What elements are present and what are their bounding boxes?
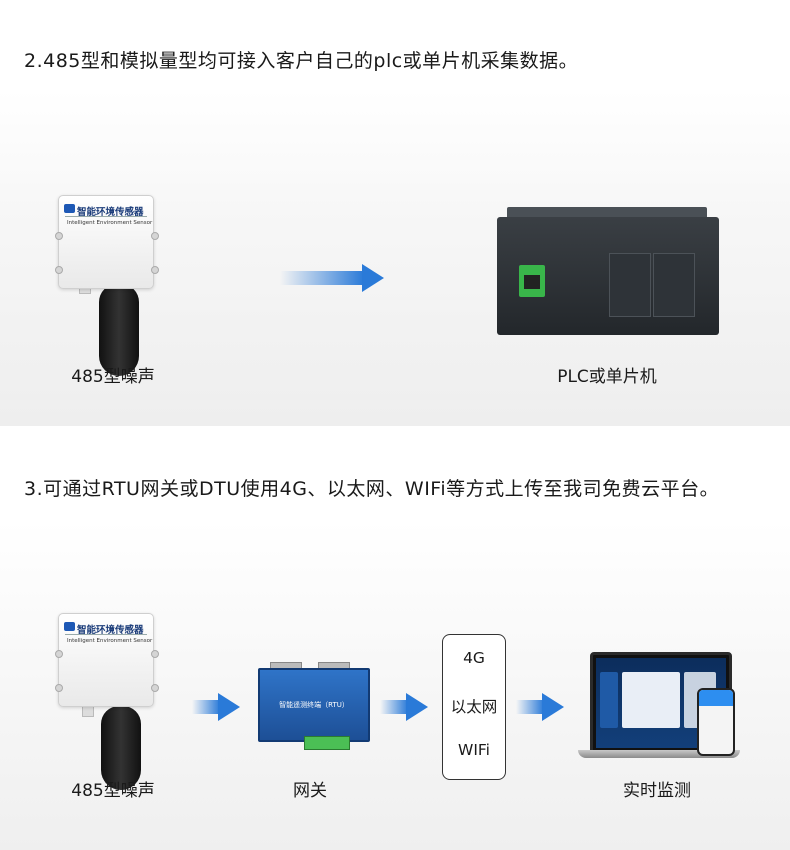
- laptop-base: [578, 750, 740, 758]
- gateway-terminal-block: [304, 736, 350, 750]
- screw-icon: [151, 650, 159, 658]
- brand-logo-icon: [64, 204, 75, 213]
- comms-wifi: WIFi: [458, 741, 490, 759]
- plc-io-module: [609, 253, 651, 317]
- arrow-shaft: [280, 271, 364, 285]
- gateway-caption: 网关: [293, 781, 327, 801]
- brand-logo-icon: [64, 622, 75, 631]
- arrow-shaft: [516, 700, 544, 714]
- gateway-device-title: 智能遥测终端（RTU）: [279, 701, 349, 709]
- sensor-brand-en: Intelligent Environment Sensor: [67, 220, 153, 226]
- sensor-caption-1: 485型噪声: [71, 367, 155, 387]
- sensor-housing: 智能环境传感器 Intelligent Environment Sensor: [55, 195, 159, 289]
- sensor-caption-2: 485型噪声: [71, 781, 155, 801]
- comms-methods-box: 4G 以太网 WIFi: [442, 634, 506, 780]
- arrow-shaft: [380, 700, 408, 714]
- sensor-divider: [65, 634, 147, 635]
- arrow-shaft: [192, 700, 220, 714]
- arrow-right-icon: [406, 693, 428, 721]
- sensor-probe: [99, 284, 139, 376]
- phone-app-header: [699, 690, 733, 706]
- screw-icon: [151, 232, 159, 240]
- sensor-divider: [65, 216, 147, 217]
- screw-icon: [55, 266, 63, 274]
- screw-icon: [55, 650, 63, 658]
- arrow-right-icon: [218, 693, 240, 721]
- screw-icon: [55, 684, 63, 692]
- dashboard-sidebar: [600, 672, 618, 728]
- screw-icon: [151, 684, 159, 692]
- screw-icon: [151, 266, 159, 274]
- sensor-brand-cn: 智能环境传感器: [77, 625, 144, 636]
- comms-ethernet: 以太网: [450, 698, 498, 716]
- arrow-right-icon: [362, 264, 384, 292]
- section1-heading: 2.485型和模拟量型均可接入客户自己的plc或单片机采集数据。: [24, 50, 579, 72]
- gateway-device: 智能遥测终端（RTU）: [258, 668, 370, 742]
- ethernet-port-icon: [524, 275, 540, 289]
- dashboard-panel: [622, 672, 680, 728]
- sensor-housing: 智能环境传感器 Intelligent Environment Sensor: [55, 613, 159, 707]
- arrow-right-icon: [542, 693, 564, 721]
- plc-caption: PLC或单片机: [557, 367, 657, 387]
- screw-icon: [55, 232, 63, 240]
- plc-device: [497, 207, 719, 335]
- section2-heading: 3.可通过RTU网关或DTU使用4G、以太网、WIFi等方式上传至我司免费云平台…: [24, 478, 720, 500]
- sensor-brand-cn: 智能环境传感器: [77, 207, 144, 218]
- sensor-brand-en: Intelligent Environment Sensor: [67, 638, 153, 644]
- plc-io-module: [653, 253, 695, 317]
- comms-4g: 4G: [463, 649, 485, 667]
- phone-device: [697, 688, 735, 756]
- sensor-probe: [101, 706, 141, 790]
- monitor-caption: 实时监测: [623, 781, 691, 801]
